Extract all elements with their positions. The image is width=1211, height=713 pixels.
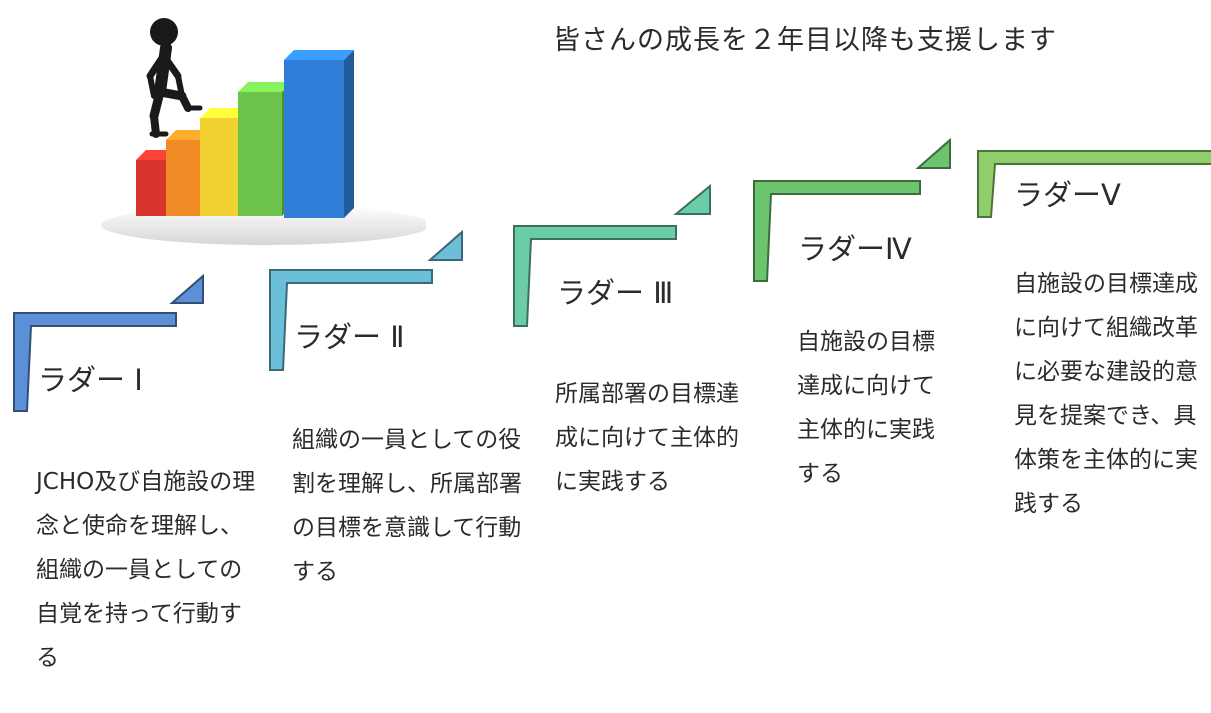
ladder-4-title: ラダーⅣ xyxy=(798,232,912,266)
ladder-3-step xyxy=(513,225,677,327)
ladder-4-arrow-icon xyxy=(915,137,951,169)
ladder-2-step xyxy=(269,269,433,371)
ladder-1-step xyxy=(13,312,177,412)
ladder-4-step xyxy=(753,180,921,282)
ladder-5-title: ラダーⅤ xyxy=(1014,178,1121,212)
ladder-5-description: 自施設の目標達成に向けて組織改革に必要な建設的意見を提案でき、具体策を主体的に実… xyxy=(1014,271,1198,517)
bar-2 xyxy=(166,140,204,216)
ladder-3-description: 所属部署の目標達成に向けて主体的に実践する xyxy=(555,381,739,495)
ladder-4-description: 自施設の目標達成に向けて主体的に実践する xyxy=(797,329,935,487)
ladder-1-description: JCHO及び自施設の理念と使命を理解し、組織の一員としての自覚を持って行動する xyxy=(36,469,256,671)
bar-5 xyxy=(284,60,344,218)
bar-1 xyxy=(136,160,170,216)
ladder-2-title: ラダー Ⅱ xyxy=(294,320,405,354)
ladder-1-arrow-icon xyxy=(169,273,204,304)
stick-figure xyxy=(146,18,203,138)
ladder-3-arrow-icon xyxy=(673,183,711,215)
bar-top-4 xyxy=(238,82,292,92)
ladder-2-arrow-icon xyxy=(427,229,463,261)
bar-4 xyxy=(238,92,282,216)
person-climbing-bar-steps-icon xyxy=(101,18,426,245)
bar-3 xyxy=(200,118,242,216)
bar-side-5 xyxy=(344,50,354,218)
ladder-3-title: ラダー Ⅲ xyxy=(557,276,674,310)
ladder-5-step xyxy=(977,150,1211,218)
ladder-2-description: 組織の一員としての役割を理解し、所属部署の目標を意識して行動する xyxy=(292,427,522,585)
ladder-1-title: ラダー Ⅰ xyxy=(38,363,143,397)
bar-top-5 xyxy=(284,50,354,60)
headline: 皆さんの成長を２年目以降も支援します xyxy=(553,25,1057,56)
